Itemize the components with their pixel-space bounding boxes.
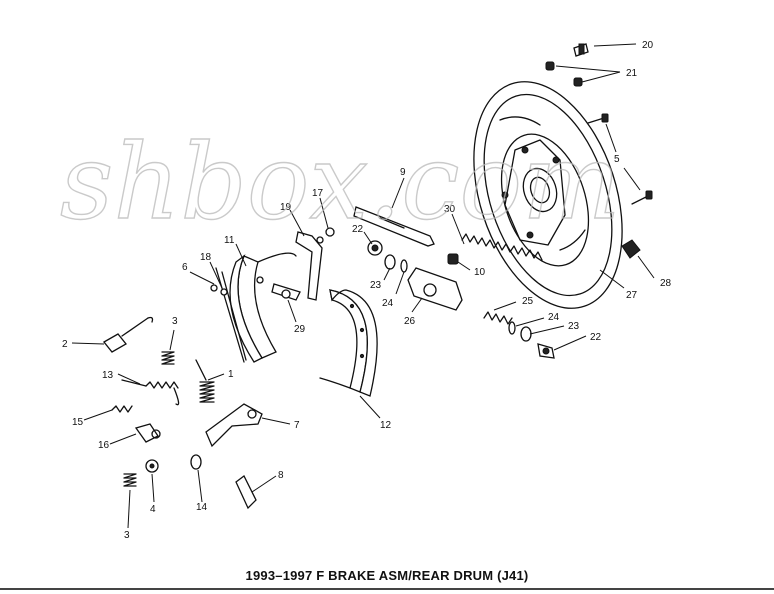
pin-16: [134, 423, 161, 443]
spring-15: [111, 405, 133, 413]
callout-24-right: 24: [548, 312, 560, 323]
watermark: shbox.com: [60, 121, 621, 243]
callout-labels: 20 21 5 9 17 19 30 22 11 18 6 10 23 24 2…: [62, 40, 672, 541]
spring-1: [195, 359, 215, 403]
adjuster-spring-13: [121, 379, 180, 406]
hold-down-spring-3-upper: [161, 351, 175, 365]
callout-20: 20: [642, 40, 654, 51]
callout-11: 11: [224, 235, 235, 246]
adjuster-lever: [205, 403, 263, 448]
leader-lines: [71, 43, 655, 529]
callout-22-right: 22: [590, 332, 602, 343]
parking-brake-lever: [295, 231, 324, 301]
callout-17: 17: [312, 188, 324, 199]
dust-plug: [621, 239, 641, 259]
callout-19: 19: [280, 202, 292, 213]
callout-27: 27: [626, 290, 638, 301]
callout-22-left: 22: [352, 224, 364, 235]
callout-30: 30: [444, 204, 456, 215]
callout-13: 13: [102, 370, 114, 381]
callout-16: 16: [98, 440, 110, 451]
callout-14: 14: [196, 502, 208, 513]
washer-14: [190, 454, 202, 470]
callout-1: 1: [228, 369, 234, 380]
fitting-bolts: [545, 61, 583, 87]
callout-23-left: 23: [370, 280, 382, 291]
callout-18: 18: [200, 252, 212, 263]
callout-3-lower: 3: [124, 530, 130, 541]
parking-brake-link: [271, 283, 301, 301]
return-spring: [210, 267, 247, 363]
bleeder-screw: [573, 43, 589, 57]
callout-10: 10: [474, 267, 486, 278]
callout-26: 26: [404, 316, 416, 327]
backing-plate-bolts: [587, 113, 653, 205]
strut-spring: [461, 233, 543, 261]
callout-8: 8: [278, 470, 284, 481]
callout-24-left: 24: [382, 298, 394, 309]
callout-12: 12: [380, 420, 392, 431]
backing-plate: [473, 81, 623, 309]
callout-15: 15: [72, 417, 84, 428]
callout-25: 25: [522, 296, 534, 307]
hold-down-spring-3-lower: [123, 473, 137, 487]
callout-23-right: 23: [568, 321, 580, 332]
callout-3-upper: 3: [172, 316, 178, 327]
callout-9: 9: [400, 167, 406, 178]
callout-21: 21: [626, 68, 638, 79]
callout-2: 2: [62, 339, 68, 350]
parking-brake-strut: [353, 206, 435, 247]
hold-down-spring-2: [103, 316, 154, 353]
retainer-clip: [325, 227, 335, 237]
callout-29: 29: [294, 324, 306, 335]
callout-28: 28: [660, 278, 672, 289]
secondary-brake-shoe: [319, 289, 378, 397]
callout-4: 4: [150, 504, 156, 515]
primary-brake-shoe: [229, 252, 297, 363]
diagram-caption: 1993–1997 F BRAKE ASM/REAR DRUM (J41): [245, 568, 529, 583]
callout-7: 7: [294, 420, 300, 431]
callout-5: 5: [614, 154, 620, 165]
adjuster-screw: [235, 475, 257, 510]
callout-6: 6: [182, 262, 188, 273]
wheel-cylinder: [367, 240, 555, 359]
caption-rule: [0, 588, 774, 590]
retainer-4: [145, 459, 159, 473]
